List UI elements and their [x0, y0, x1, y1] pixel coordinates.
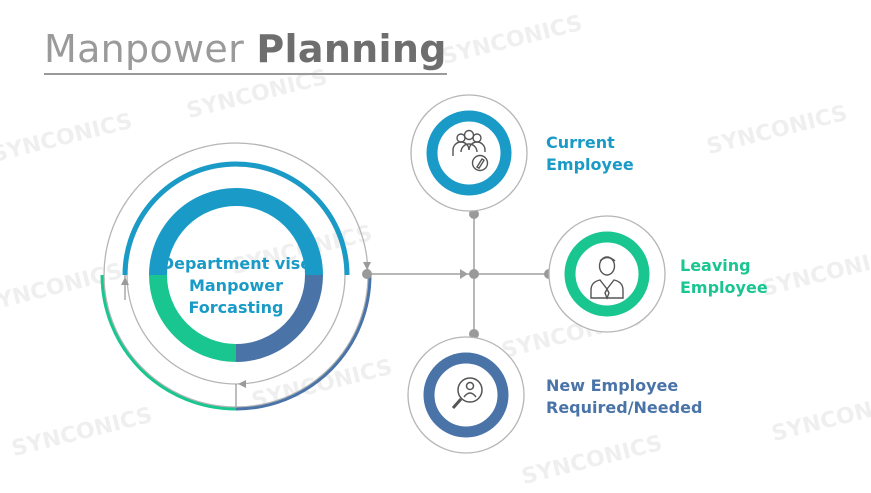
center-ring-navy [235, 274, 323, 362]
outer-arc-blue [122, 161, 350, 276]
label-new-employee: New Employee Required/Needed [546, 376, 703, 417]
title-light: Manpower [44, 27, 245, 71]
title-bold: Planning [256, 27, 447, 71]
left-arrow-marker [238, 380, 246, 388]
center-ring-blue [149, 188, 323, 276]
junction-dot [469, 329, 479, 339]
center-ring-green [149, 274, 237, 362]
up-arrow-marker [121, 277, 129, 285]
junction-dot [469, 269, 479, 279]
node-current [410, 94, 528, 212]
label-leaving-employee: Leaving Employee [680, 256, 768, 297]
center-label: Department vise Manpower Forcasting [160, 254, 312, 317]
outer-arc-green [100, 274, 237, 411]
node-leaving [548, 215, 666, 333]
junction-dot [362, 269, 372, 279]
down-arrow-marker [363, 262, 371, 270]
page-title: Manpower Planning [44, 26, 447, 75]
outer-arc-navy [235, 274, 372, 411]
right-arrow-marker [460, 269, 468, 279]
label-current-employee: Current Employee [546, 133, 634, 174]
person-in-suit-icon [590, 256, 624, 300]
person-search-icon [451, 377, 483, 409]
group-of-people-icon [452, 129, 489, 172]
node-new [407, 336, 525, 454]
